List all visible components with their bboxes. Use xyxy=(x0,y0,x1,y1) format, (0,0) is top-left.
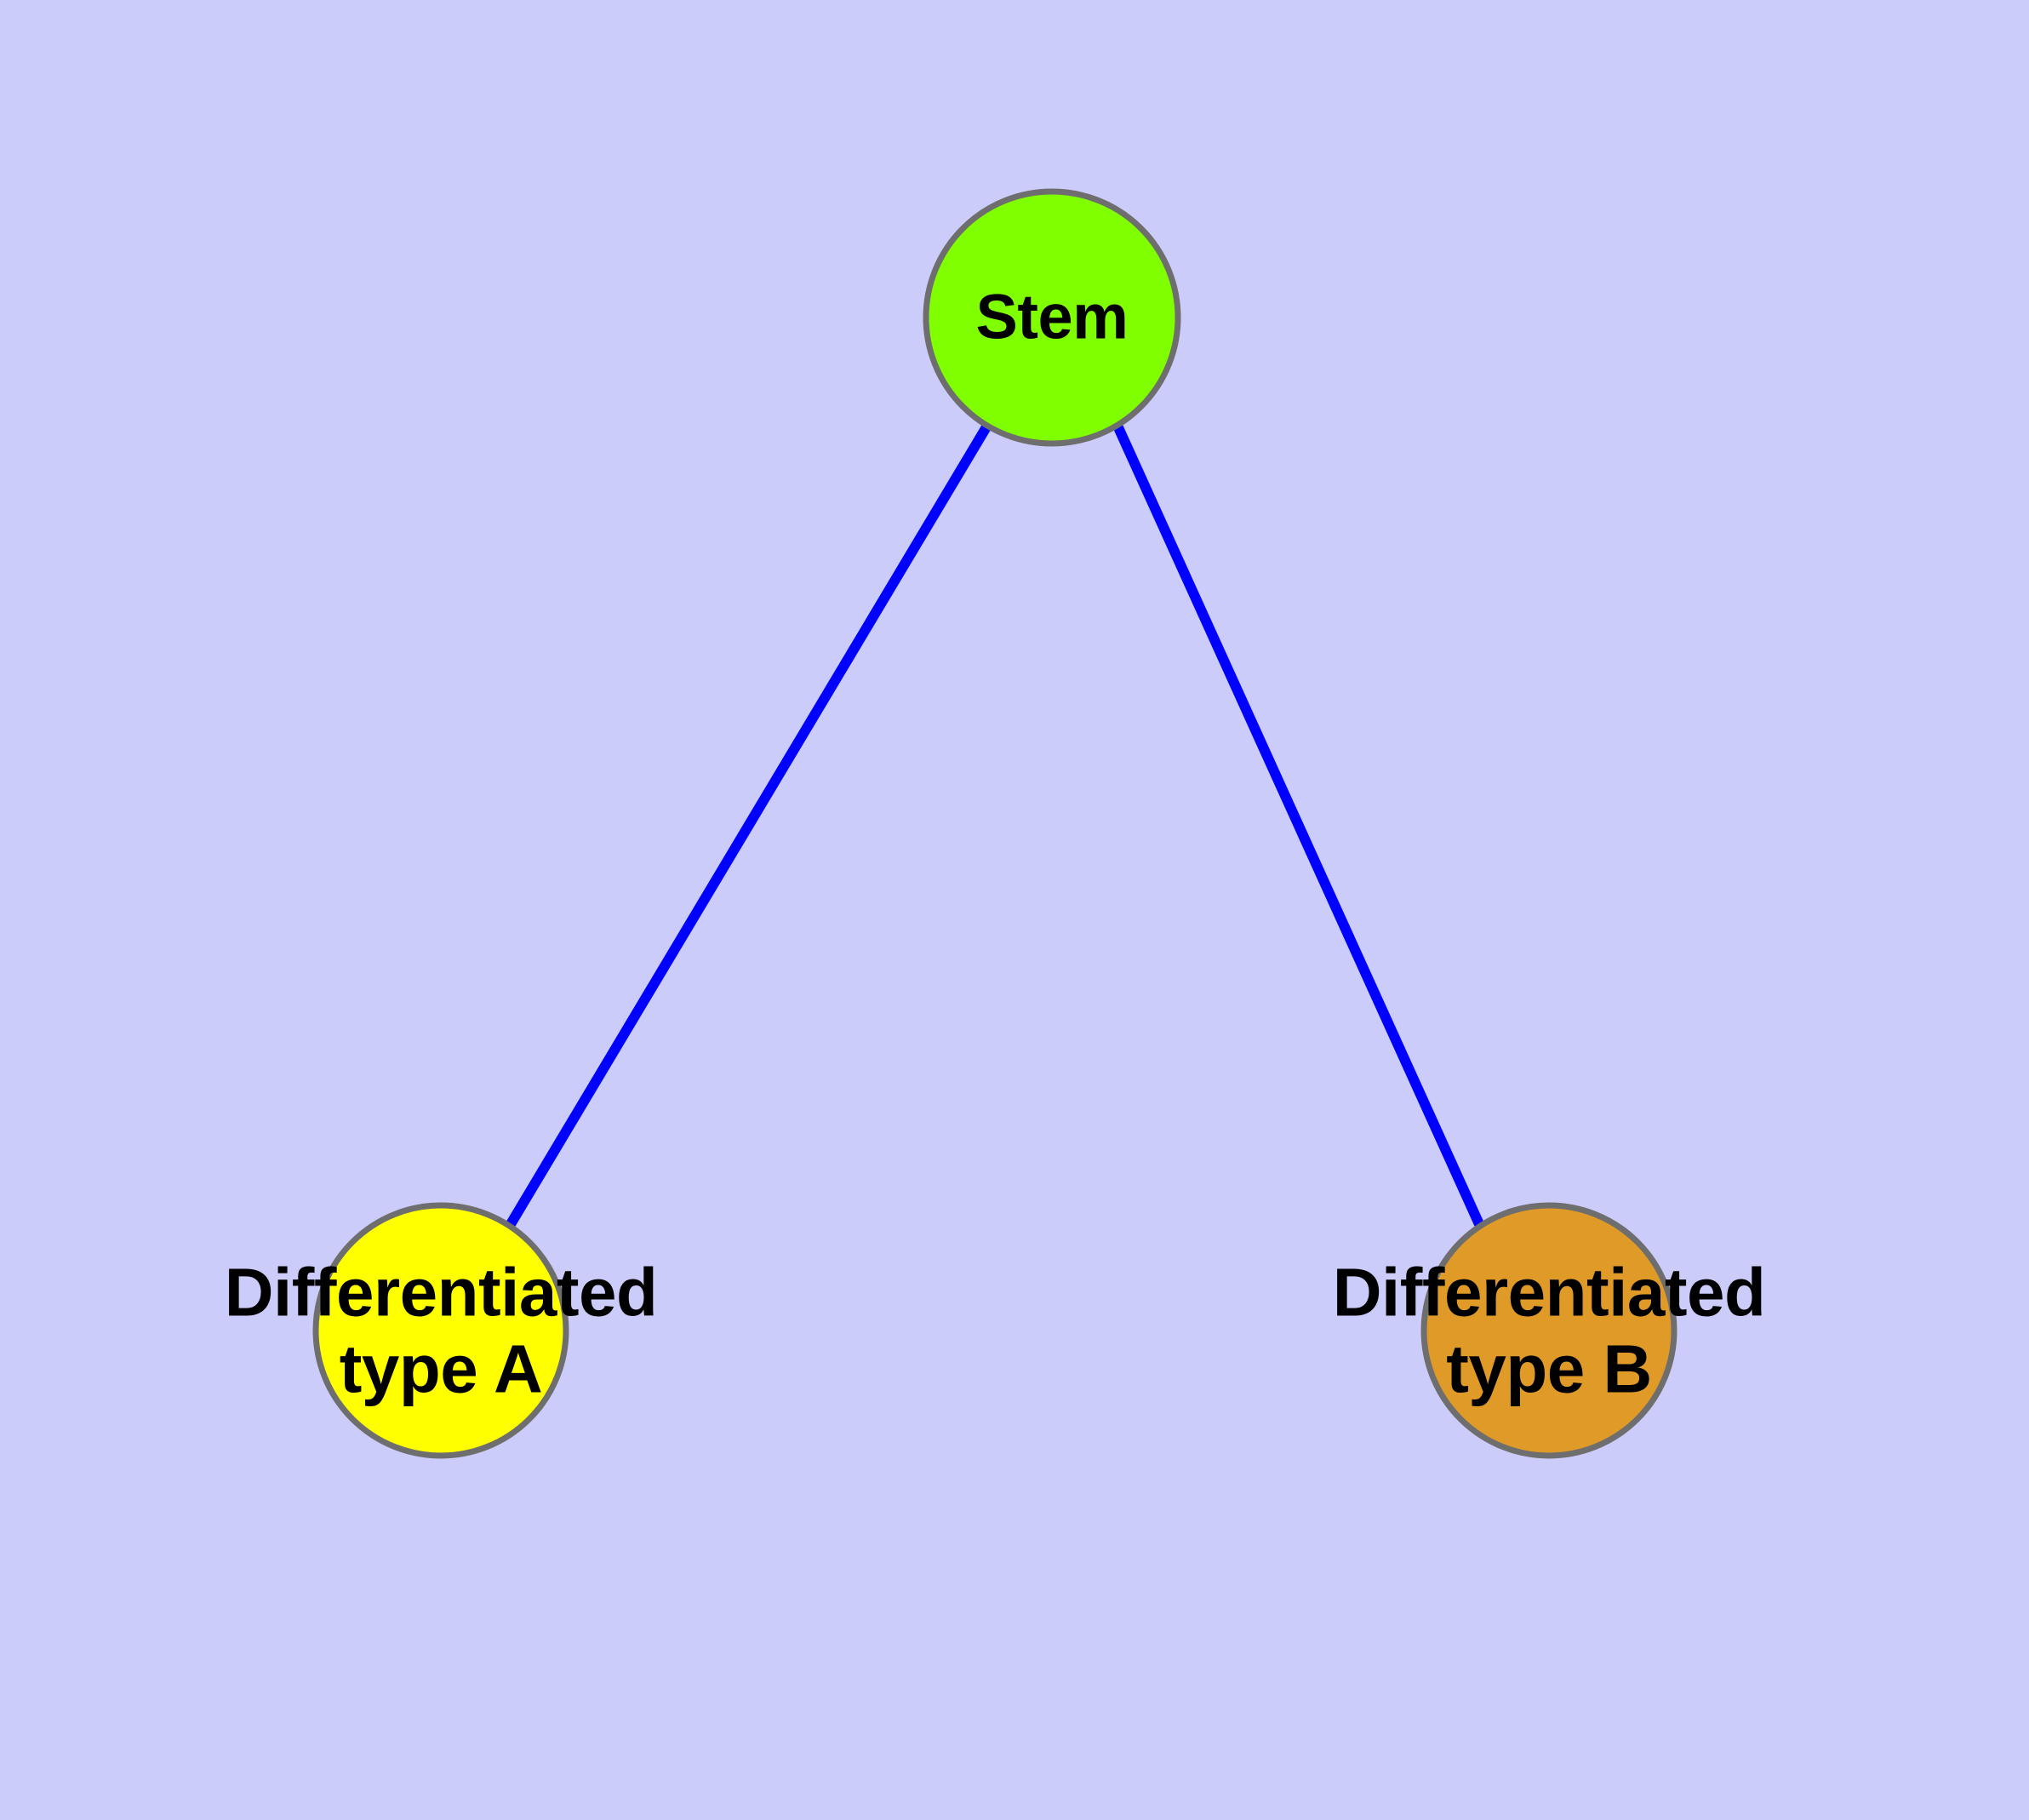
node-stem[interactable] xyxy=(923,188,1181,447)
edge-layer xyxy=(506,422,1484,1228)
node-differentiated-type-b[interactable] xyxy=(1420,1202,1677,1459)
node-layer xyxy=(312,188,1677,1459)
edge-stem-to-differentiated-type-a[interactable] xyxy=(506,422,992,1228)
node-differentiated-type-a[interactable] xyxy=(312,1202,569,1459)
edge-stem-to-differentiated-type-b[interactable] xyxy=(1112,423,1484,1227)
